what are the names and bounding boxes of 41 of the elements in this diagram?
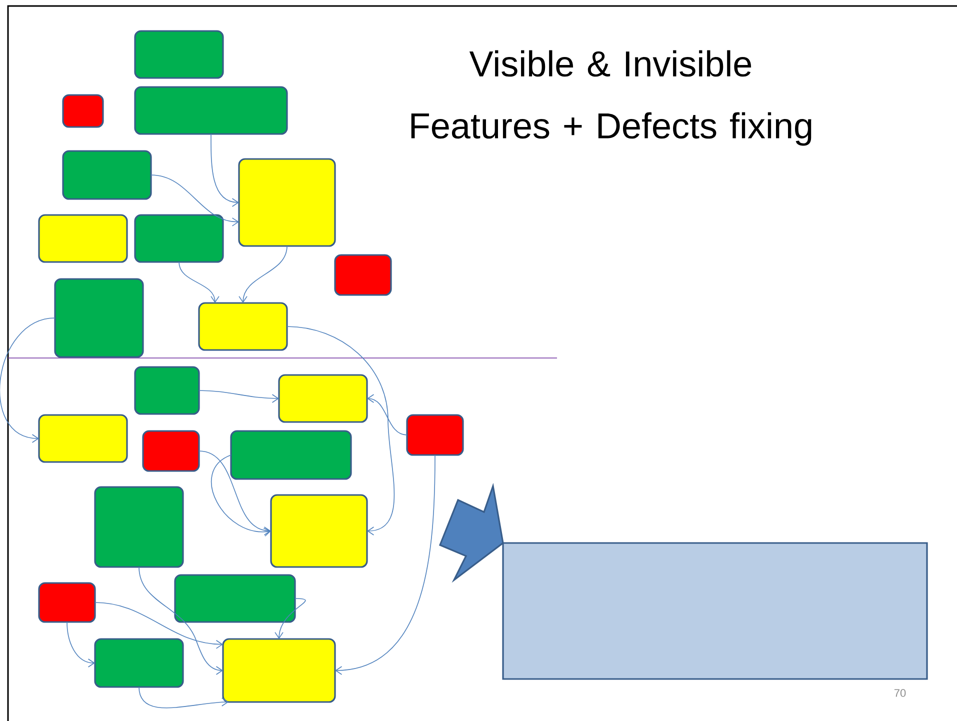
arrow	[335, 454, 436, 675]
arrow	[274, 598, 306, 640]
process-box	[198, 302, 288, 351]
arrow	[150, 174, 239, 226]
arrow	[0, 318, 56, 443]
process-box	[230, 430, 352, 480]
page-number: 70	[894, 689, 906, 697]
process-box	[222, 638, 336, 703]
process-box	[134, 214, 224, 263]
process-box	[134, 30, 224, 79]
process-box	[278, 374, 368, 423]
process-box	[406, 414, 464, 456]
process-box	[134, 366, 200, 415]
process-box	[54, 278, 144, 358]
arrow	[94, 602, 223, 649]
arrow	[198, 390, 279, 403]
title: Visible & Invisible Features + Defects fixing	[411, 50, 812, 146]
arrow	[238, 246, 288, 303]
process-box	[270, 494, 368, 568]
arrow	[198, 450, 271, 536]
arrow	[286, 326, 395, 536]
process-box	[94, 486, 184, 568]
arrow	[66, 622, 95, 668]
arrow	[138, 686, 229, 708]
process-box	[334, 254, 392, 296]
arrow	[178, 262, 220, 303]
arrow	[211, 454, 272, 537]
process-box	[134, 86, 288, 135]
process-box	[238, 158, 336, 247]
process-box	[62, 150, 152, 200]
process-box	[94, 638, 184, 688]
process-box	[174, 574, 296, 623]
process-box	[62, 94, 104, 128]
process-box	[38, 214, 128, 263]
arrow	[138, 566, 223, 675]
process-box	[38, 582, 96, 623]
process-box	[142, 430, 200, 472]
arrow	[367, 394, 408, 436]
process-box	[38, 414, 128, 463]
arrow	[210, 134, 239, 207]
panel-box	[502, 542, 928, 680]
